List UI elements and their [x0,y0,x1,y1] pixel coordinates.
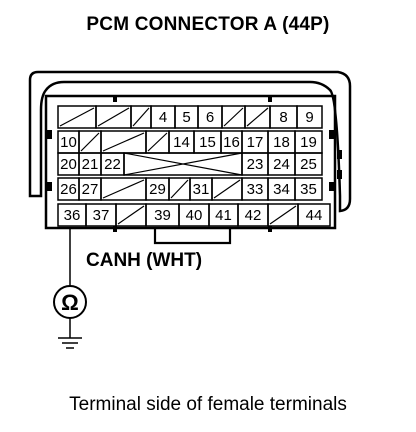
unused-terminal-slash [117,205,145,225]
lock-tab [337,150,342,159]
terminal-cell [296,105,323,129]
terminal-number: 17 [247,134,264,151]
ohm-symbol: Ω [61,290,79,315]
terminal-cell [297,203,331,227]
unused-terminal-slash [170,179,189,199]
terminal-number: 26 [60,181,77,198]
terminal-number: 37 [93,207,110,224]
unused-terminal-slash [213,179,241,199]
diagram-title: PCM CONNECTOR A (44P) [86,14,330,35]
unused-terminal-slash [269,205,297,225]
terminal-number: 21 [82,156,99,173]
terminal-number: 9 [305,109,313,126]
unused-terminal-slash [59,107,95,127]
terminal-number: 23 [247,156,264,173]
terminal-number: 16 [223,134,240,151]
lock-tab [47,182,52,191]
unused-terminal-slash [80,132,100,152]
terminal-number: 39 [154,207,171,224]
terminal-number: 15 [199,134,216,151]
terminal-number: 18 [273,134,290,151]
wire-label: CANH (WHT) [86,250,203,271]
lock-tab [329,182,334,191]
terminal-number: 20 [60,156,77,173]
terminal-number: 4 [159,109,167,126]
terminal-number: 33 [247,181,264,198]
unused-terminal-slash [102,132,145,152]
unused-terminal-slash [147,132,168,152]
terminal-cell [294,152,323,176]
unused-terminal-slash [223,107,244,127]
blank-cross [123,152,243,176]
terminal-number: 31 [193,181,210,198]
terminal-number: 34 [273,181,290,198]
connector-body [44,94,337,230]
terminal-number: 14 [173,134,190,151]
terminal-number: 24 [273,156,290,173]
terminal-number: 36 [64,207,81,224]
terminal-number: 41 [215,207,232,224]
terminal-number: 6 [206,109,214,126]
unused-terminal-slash [97,107,130,127]
terminal-number: 22 [104,156,121,173]
diagram-caption: Terminal side of female terminals [69,394,347,415]
connector-key [153,228,232,245]
terminal-number: 42 [245,207,262,224]
terminal-number: 5 [182,109,190,126]
connector-shroud [28,70,352,213]
lock-tab [113,96,117,102]
terminal-number: 44 [306,207,323,224]
terminal-number: 29 [149,181,166,198]
unused-terminal-slash [246,107,269,127]
lock-tab [337,170,342,179]
lock-tab [113,226,117,232]
unused-terminal-slash [132,107,150,127]
terminal-number: 35 [300,181,317,198]
unused-terminal-slash [102,179,145,199]
lock-tab [47,130,52,139]
terminal-number: 8 [279,109,287,126]
terminal-cell [294,177,323,201]
ground-icon [58,337,82,349]
terminal-number: 10 [60,134,77,151]
lock-tab [268,226,272,232]
terminal-number: 40 [186,207,203,224]
terminal-number: 27 [82,181,99,198]
terminal-number: 25 [300,156,317,173]
lock-tab [268,96,272,102]
lock-tab [329,130,334,139]
terminal-number: 19 [300,134,317,151]
